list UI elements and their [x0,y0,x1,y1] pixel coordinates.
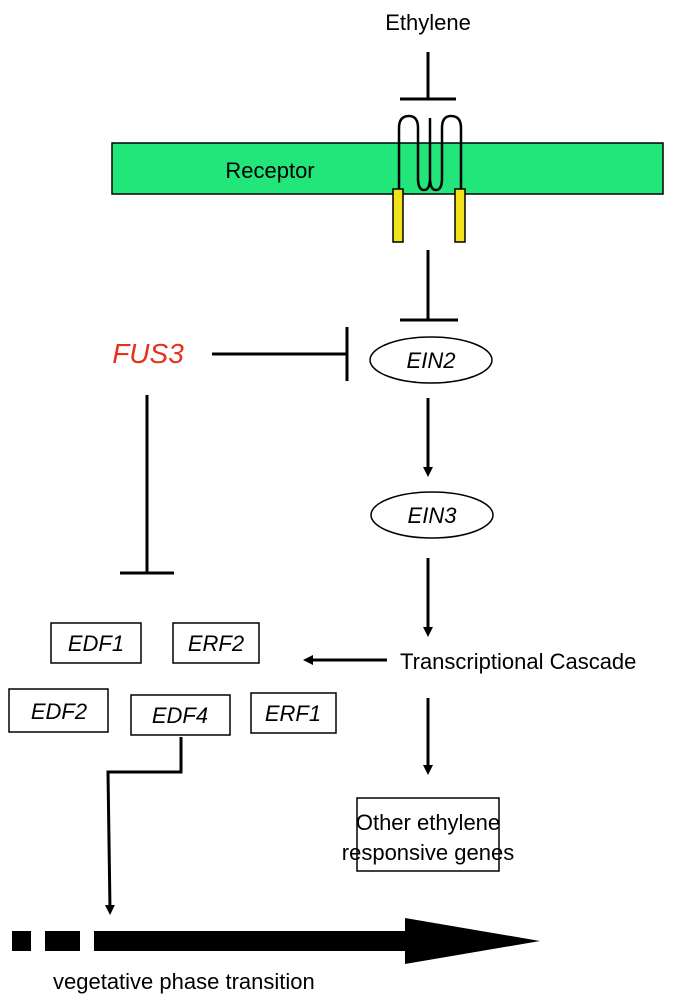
erf2-box [172,622,260,664]
fus3-label: FUS3 [112,338,184,369]
edf1-box [50,622,142,664]
yellow-anchor-left [392,188,404,243]
ethylene-label: Ethylene [385,10,471,35]
receptor-inhibits-ein2-edge [400,250,458,322]
edf4-to-transition-arrow [104,737,183,915]
receptor-membrane [111,142,664,195]
ein2-node [369,336,493,384]
ein3-label: EIN3 [408,503,458,528]
edf4-box [130,694,231,736]
edf4-label: EDF4 [152,703,208,728]
receptor-protein-loops [397,114,463,192]
erf2-label: ERF2 [188,631,244,656]
other-genes-line2: responsive genes [342,840,514,865]
other-genes-line1: Other ethylene [356,810,500,835]
edf2-label: EDF2 [31,699,87,724]
ethylene-inhibition-edge [400,52,456,101]
fus3-inhibits-edf-genes-edge [120,395,174,575]
receptor-label: Receptor [225,158,314,183]
ein3-node [370,491,494,539]
yellow-anchor-right [454,188,466,243]
vegetative-transition-label: vegetative phase transition [53,969,315,994]
edf1-label: EDF1 [68,631,124,656]
vegetative-transition-arrow [12,918,540,964]
ein2-label: EIN2 [407,348,456,373]
erf1-label: ERF1 [265,701,321,726]
edf2-box [8,688,109,733]
other-genes-box [356,797,500,872]
fus3-inhibits-ein2-edge [212,327,349,381]
erf1-box [250,692,337,734]
transcriptional-cascade-label: Transcriptional Cascade [400,649,636,674]
